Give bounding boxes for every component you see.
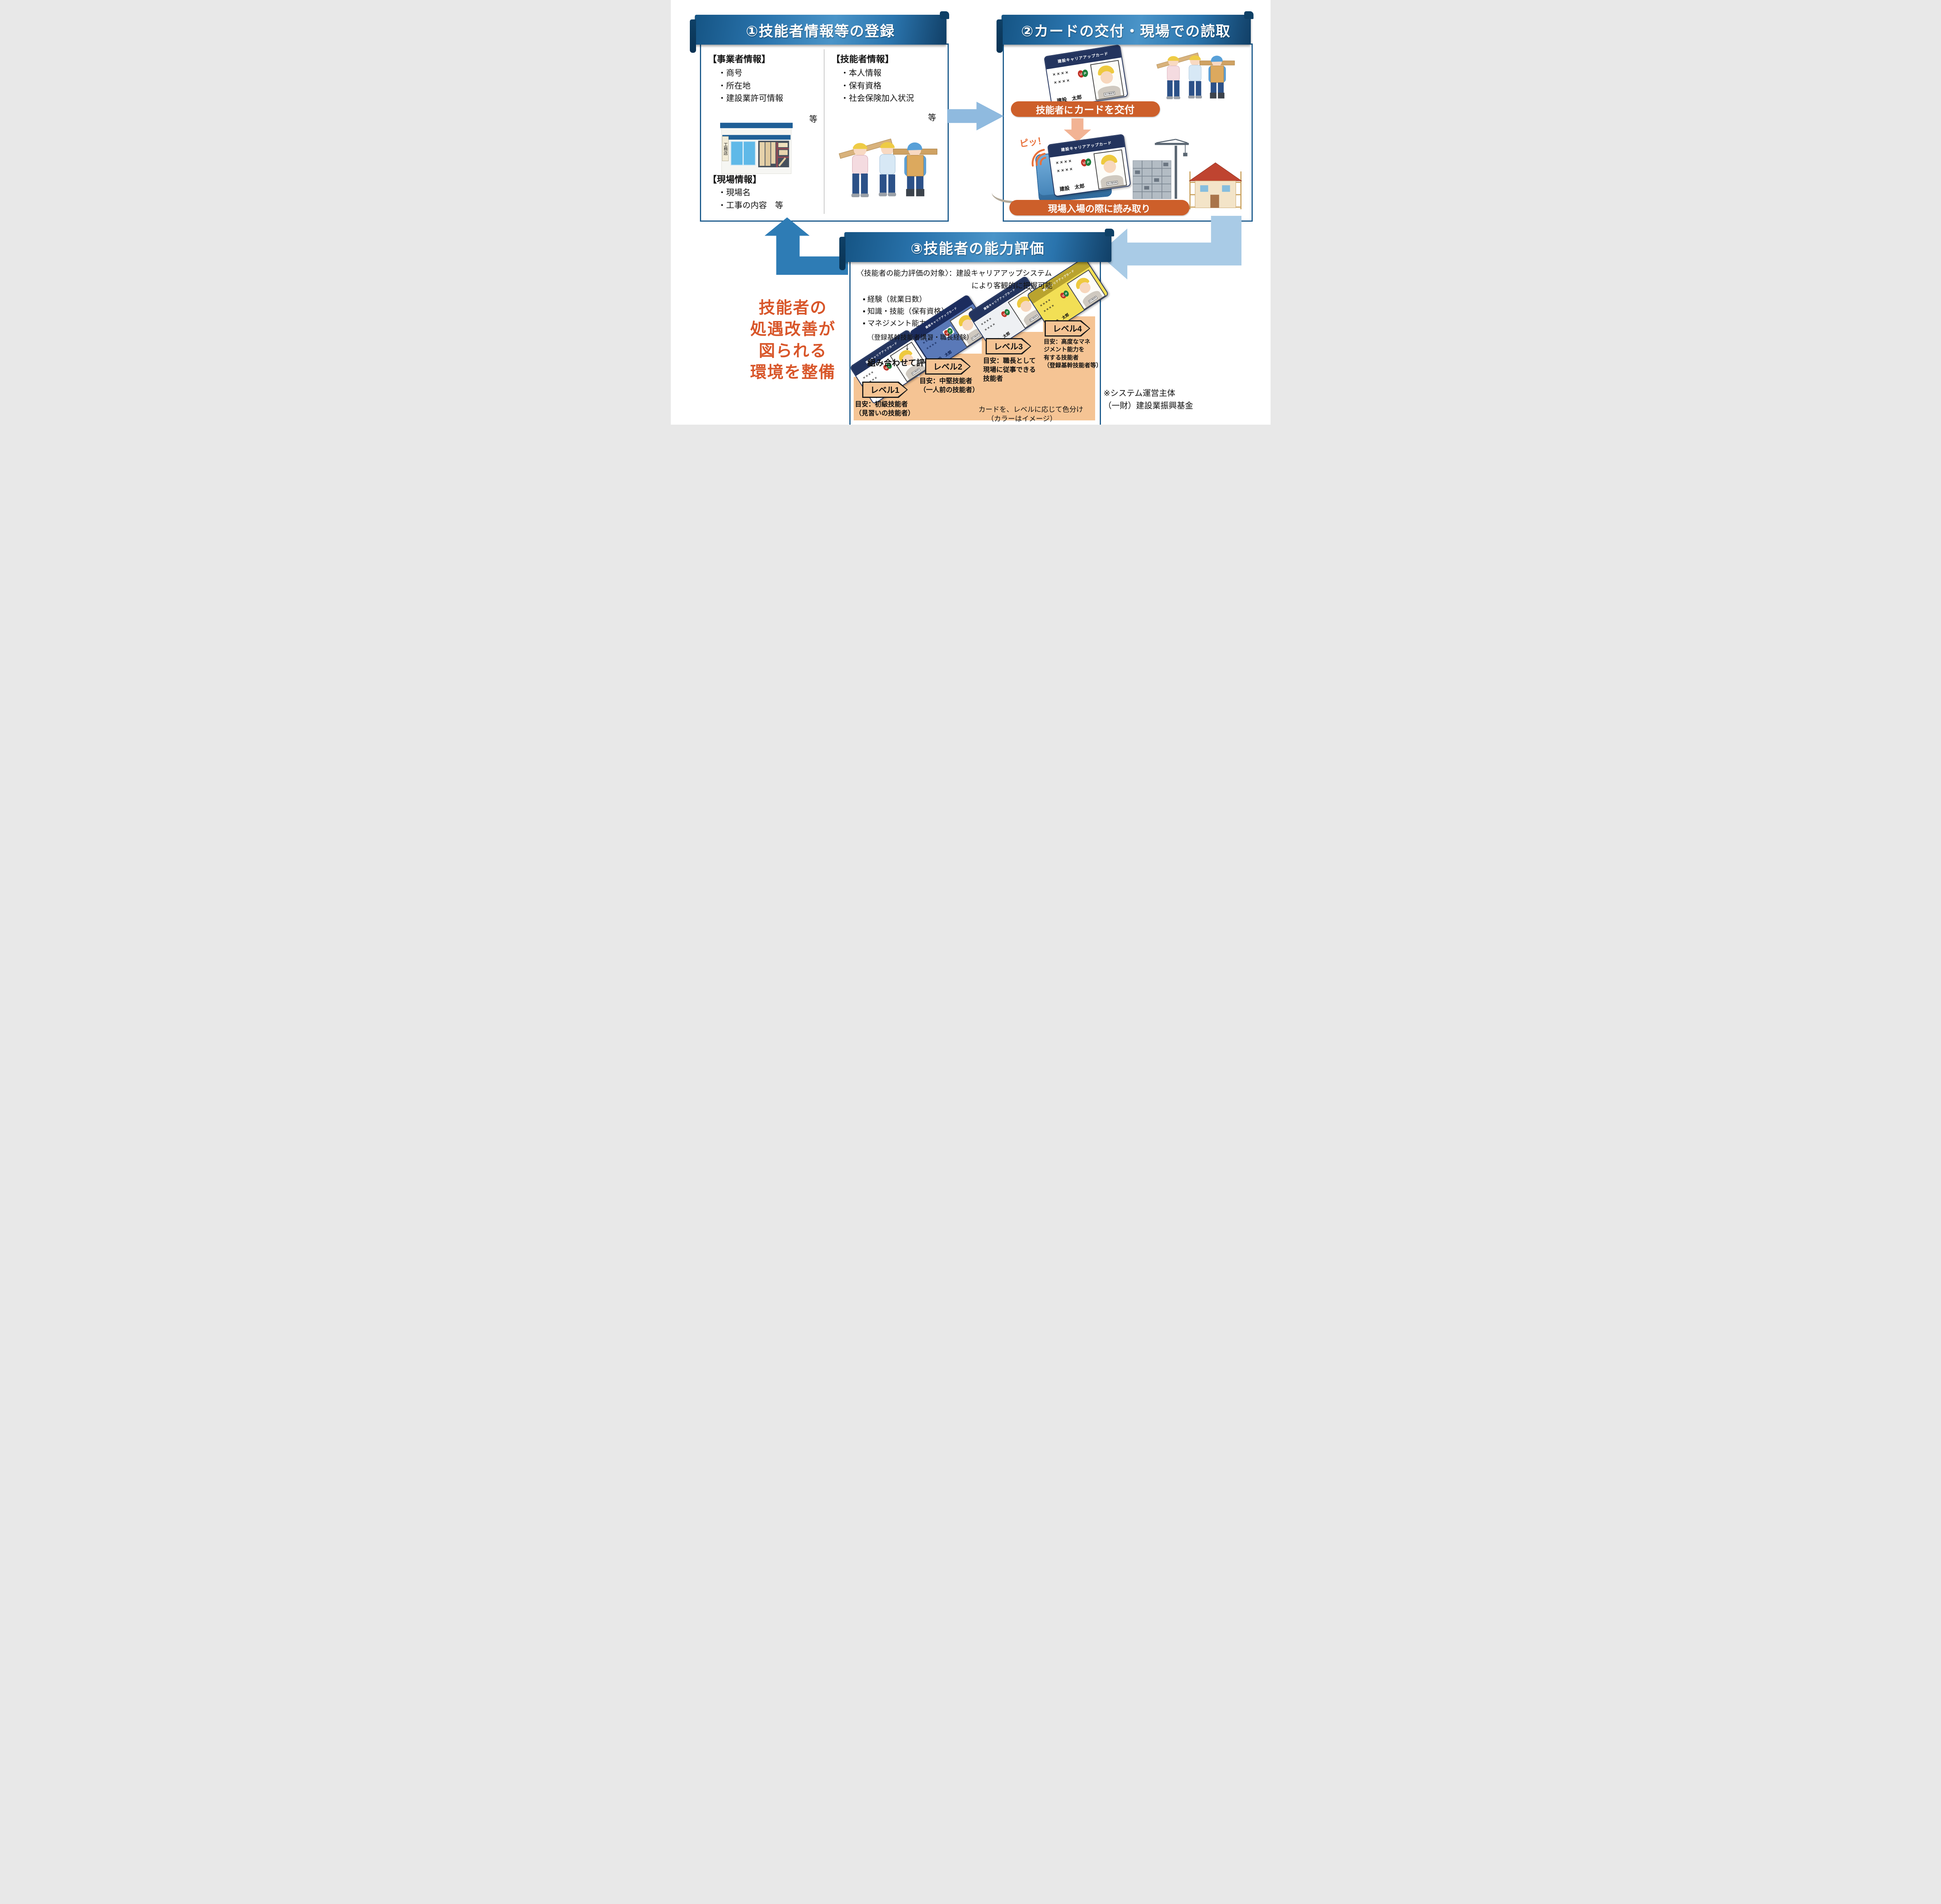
workers-graphic xyxy=(839,138,938,198)
career-up-card: 建設キャリアアップカード ×××× ×××× U P 建設 太郎 他の職長等 xyxy=(1047,134,1131,197)
evaluation-target-line: 〈技能者の能力評価の対象〉：建設キャリアアップシステム xyxy=(857,267,1052,278)
level-tag-4: レベル4 xyxy=(1044,320,1090,337)
card-number: ×××× xyxy=(1055,158,1073,166)
workers-illustration xyxy=(1153,48,1237,113)
building-crane-illustration xyxy=(1130,137,1190,201)
site-read-band: 現場入場の際に読み取り xyxy=(1009,200,1189,215)
worker-item: ・本人情報 xyxy=(840,69,882,78)
worker-item: ・社会保険加入状況 xyxy=(840,94,914,103)
career-up-card: 建設キャリアアップカード ×××× ×××× U P 建設 太郎 他の職長等 xyxy=(1043,44,1128,109)
flow-arrow-curved-left-icon xyxy=(1098,216,1241,279)
card-photo: 他の職長等 xyxy=(1090,60,1124,101)
etc-label: 等 xyxy=(809,115,818,124)
card-number: ×××× xyxy=(1053,77,1071,85)
site-info-heading: 【現場情報】 xyxy=(708,174,762,184)
headline-message: 技能者の 処遇改善が 図られる 環境を整備 xyxy=(750,299,836,382)
shop-sign: 工務店 xyxy=(722,136,729,161)
nfc-waves-icon xyxy=(1024,145,1048,168)
card-holder-name: 建設 太郎 xyxy=(1059,183,1085,193)
business-item: ・商号 xyxy=(718,69,743,78)
business-item: ・建設業許可情報 xyxy=(718,94,783,103)
level-tag-2: レベル2 xyxy=(925,358,971,375)
bullet-note: （登録基幹技能者講習・職長経験） xyxy=(867,334,973,341)
flow-arrow-right-icon xyxy=(947,102,1004,130)
system-operator-note: ※システム運営主体 （一財）建設業振興基金 xyxy=(1103,389,1193,410)
site-item: ・現場名 xyxy=(718,188,751,197)
card-number: ×××× xyxy=(1052,69,1070,77)
banner-evaluation-title: ③技能者の能力評価 xyxy=(910,240,1045,257)
band-prefix: 技能者に xyxy=(1036,105,1073,116)
site-info-list: ・現場名 ・工事の内容 等 xyxy=(718,187,783,212)
panel-evaluation: 建設キャリアアップカード ×××× ×××× UP 建設 太郎 他の職長等 建設… xyxy=(849,257,1109,425)
career-up-system-diagram: ①技能者情報等の登録 ②カードの交付・現場での読取 ③技能者の能力評価 【事業者… xyxy=(670,0,1271,425)
level-desc-1: 目安：初級技能者 （見習いの技能者） xyxy=(855,401,915,417)
level-tag-1: レベル1 xyxy=(862,382,908,398)
logo-p: P xyxy=(1085,158,1091,166)
column-divider xyxy=(823,49,825,214)
banner-evaluation: ③技能者の能力評価 xyxy=(839,229,1114,270)
shop-illustration: 工務店 xyxy=(719,119,794,177)
band-bold: カードを交付 xyxy=(1074,104,1135,116)
bullet-item: ▪ 経験（就業日数） xyxy=(863,295,927,304)
flow-arrow-up-icon xyxy=(764,217,848,275)
business-info-list: ・商号 ・所在地 ・建設業許可情報 xyxy=(718,67,783,105)
panel-registration: 【事業者情報】 ・商号 ・所在地 ・建設業許可情報 等 xyxy=(700,43,949,222)
banner-card-issue: ②カードの交付・現場での読取 xyxy=(996,11,1253,53)
target-value-line2: により客観的に把握可能 xyxy=(971,282,1053,290)
worker-info-list: ・本人情報 ・保有資格 ・社会保険加入状況 xyxy=(841,67,914,105)
logo-p: P xyxy=(1082,69,1088,77)
bullet-item: ▪ マネジメント能力 xyxy=(863,319,927,328)
worker-item: ・保有資格 xyxy=(840,81,882,90)
workers-illustration xyxy=(835,132,940,215)
card-photo: 他の職長等 xyxy=(1093,149,1127,190)
level-tag-3: レベル3 xyxy=(985,338,1031,354)
banner-card-issue-title: ②カードの交付・現場での読取 xyxy=(1021,23,1231,39)
target-value: 建設キャリアアップシステム xyxy=(956,269,1052,278)
card-number: ×××× xyxy=(1056,166,1074,174)
workers-graphic xyxy=(1156,52,1235,99)
site-item: ・工事の内容 等 xyxy=(718,201,783,210)
etc-label: 等 xyxy=(928,113,936,122)
panel-card-issue: 建設キャリアアップカード ×××× ×××× U P 建設 太郎 他の職長等 xyxy=(990,43,1253,222)
level-desc-3: 目安：職長として 現場に従事できる 技能者 xyxy=(983,357,1036,382)
banner-registration: ①技能者情報等の登録 xyxy=(689,11,949,53)
up-logo-icon: U P xyxy=(1080,158,1091,167)
banner-registration-title: ①技能者情報等の登録 xyxy=(746,23,895,39)
combine-label: 組み合わせて評価 xyxy=(867,359,933,368)
card-issue-band: 技能者にカードを交付 xyxy=(1010,101,1160,117)
color-note-line1: カードを、レベルに応じて色分け xyxy=(978,406,1083,413)
down-arrow-glyph: ↓ xyxy=(905,340,910,352)
bullet-item: ▪ 知識・技能（保有資格） xyxy=(863,307,949,316)
flow-arrow-down-icon xyxy=(1064,118,1091,142)
business-info-heading: 【事業者情報】 xyxy=(708,54,771,64)
worker-info-heading: 【技能者情報】 xyxy=(831,54,894,64)
level-desc-4: 目安：高度なマネ ジメント能力を 有する技能者 （登録基幹技能者等） xyxy=(1043,338,1102,369)
business-item: ・所在地 xyxy=(718,81,751,90)
shop-graphic xyxy=(720,123,793,174)
house-scaffold-illustration xyxy=(1186,161,1245,212)
evaluation-bullets: ▪ 経験（就業日数） ▪ 知識・技能（保有資格） ▪ マネジメント能力 xyxy=(863,294,949,330)
color-note-line2: （カラーはイメージ） xyxy=(987,415,1057,423)
target-label: 〈技能者の能力評価の対象〉： xyxy=(856,269,957,278)
up-logo-icon: U P xyxy=(1076,69,1089,78)
level-desc-2: 目安：中堅技能者 （一人前の技能者） xyxy=(919,377,979,394)
